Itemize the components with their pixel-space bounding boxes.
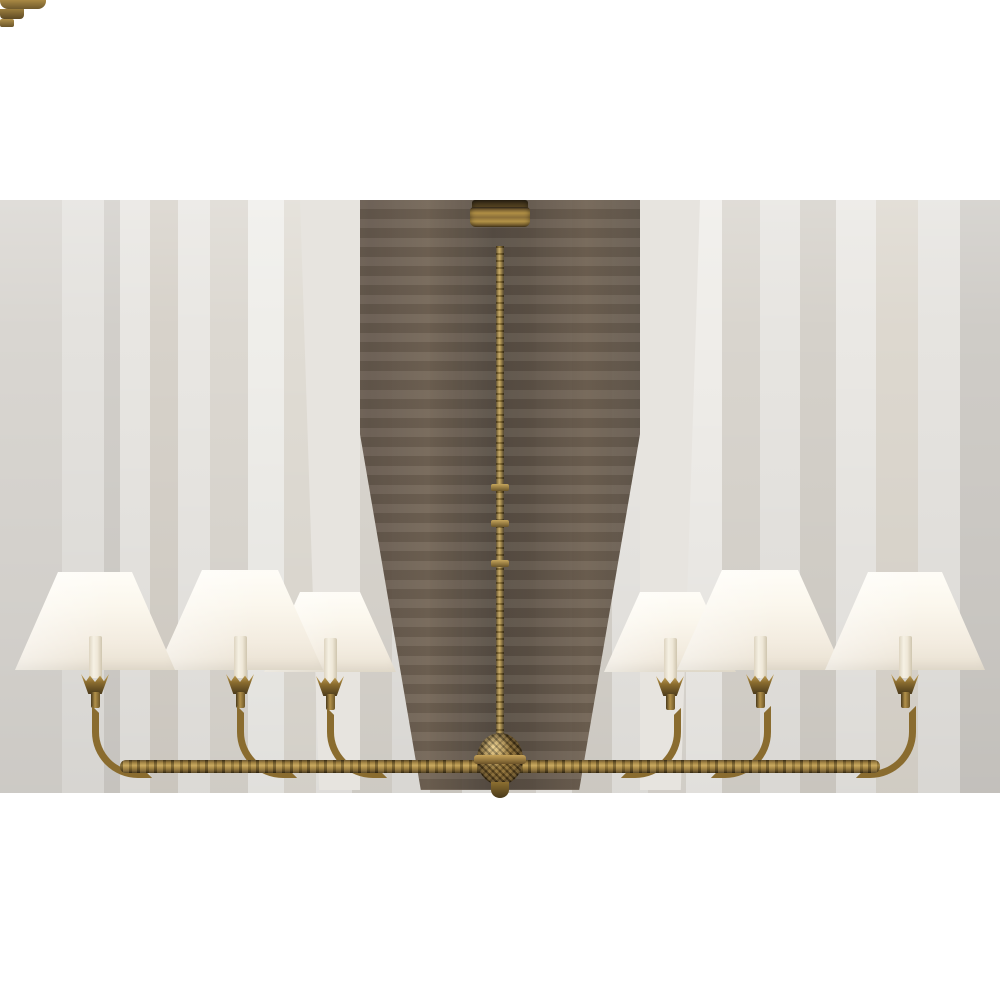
- chandelier-arm: [91, 706, 152, 778]
- chandelier-arm: [236, 706, 297, 778]
- canopy-neck: [0, 9, 24, 19]
- socket-bobeche: [891, 674, 919, 694]
- candle-sleeve: [233, 636, 247, 678]
- socket-bobeche: [226, 674, 254, 694]
- stem-collar-lower: [491, 560, 509, 567]
- socket-bobeche: [746, 674, 774, 694]
- canopy-lip: [0, 0, 46, 9]
- stem-collar-upper: [491, 484, 509, 491]
- socket-stem: [755, 692, 765, 708]
- socket-bobeche: [656, 676, 684, 696]
- socket-stem: [900, 692, 910, 708]
- chandelier-arm: [855, 706, 916, 778]
- socket-bobeche: [316, 676, 344, 696]
- candle-sleeve: [898, 636, 912, 678]
- down-stem-texture: [496, 246, 504, 746]
- chandelier-arm: [326, 708, 387, 778]
- center-sphere-band: [474, 755, 526, 764]
- candle-sleeve: [663, 638, 677, 680]
- socket-stem: [235, 692, 245, 708]
- chandelier-arm: [710, 706, 771, 778]
- canopy-nut: [0, 19, 14, 27]
- ceiling-canopy-top: [472, 200, 528, 210]
- candle-sleeve: [753, 636, 767, 678]
- stem-collar-middle: [491, 520, 509, 527]
- socket-stem: [325, 694, 335, 710]
- socket-stem: [665, 694, 675, 710]
- ceiling-canopy: [470, 207, 530, 227]
- chandelier-arm: [620, 708, 681, 778]
- socket-stem: [90, 692, 100, 708]
- socket-bobeche: [81, 674, 109, 694]
- down-stem: [496, 246, 504, 746]
- candle-sleeve: [323, 638, 337, 680]
- center-sphere-finial: [491, 782, 509, 798]
- candle-sleeve: [88, 636, 102, 678]
